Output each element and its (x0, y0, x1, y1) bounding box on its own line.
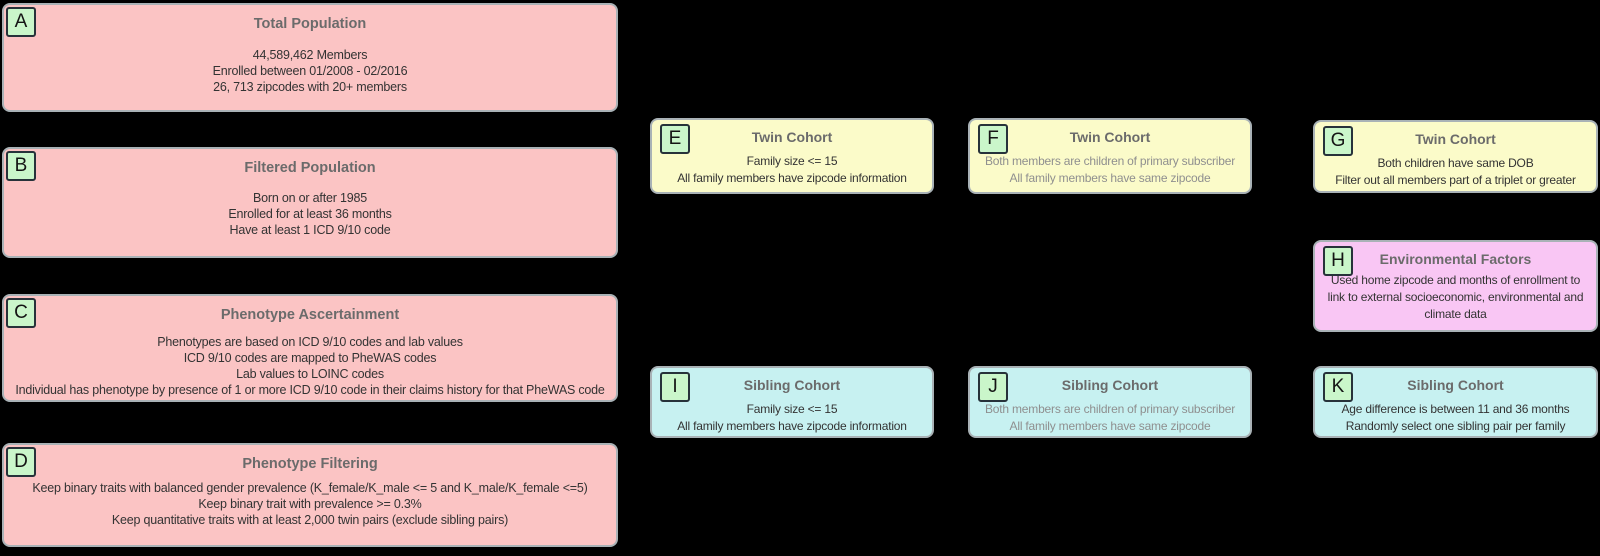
panel-label: B (14, 155, 28, 176)
node-line: Lab values to LOINC codes (236, 367, 384, 381)
node-body: Both members are children of primary sub… (970, 401, 1250, 435)
node-line: Both members are children of primary sub… (984, 402, 1236, 416)
node-body: 44,589,462 Members Enrolled between 01/2… (4, 47, 616, 95)
panel-label-badge: A (6, 7, 36, 37)
panel-label-badge: H (1323, 246, 1353, 276)
node-sibling-cohort-k: K Sibling Cohort Age difference is betwe… (1313, 366, 1598, 438)
node-line: All family members have zipcode informat… (677, 419, 907, 433)
node-line: Keep binary trait with prevalence >= 0.3… (198, 497, 422, 511)
panel-label: D (14, 451, 28, 472)
node-title: Phenotype Filtering (242, 456, 378, 472)
node-line: All family members have same zipcode (1009, 419, 1211, 433)
node-title: Sibling Cohort (743, 377, 841, 393)
node-line: 44,589,462 Members (252, 48, 368, 62)
node-sibling-cohort-i: I Sibling Cohort Family size <= 15 All f… (650, 366, 934, 438)
node-line: Have at least 1 ICD 9/10 code (229, 223, 391, 237)
panel-label-badge: G (1323, 126, 1353, 156)
panel-label-badge: I (660, 372, 690, 402)
node-title: Twin Cohort (1415, 131, 1496, 147)
node-line: ICD 9/10 codes are mapped to PheWAS code… (183, 351, 437, 365)
panel-label: E (668, 128, 682, 149)
node-twin-cohort-g: G Twin Cohort Both children have same DO… (1313, 120, 1598, 193)
panel-label-badge: E (660, 124, 690, 154)
node-line: Used home zipcode and months of enrollme… (1330, 273, 1581, 287)
node-twin-cohort-f: F Twin Cohort Both members are children … (968, 118, 1252, 194)
node-body: Used home zipcode and months of enrollme… (1315, 272, 1596, 323)
node-title: Sibling Cohort (1407, 377, 1504, 393)
node-line: Keep quantitative traits with at least 2… (111, 513, 509, 527)
node-body: Keep binary traits with balanced gender … (4, 480, 616, 528)
panel-label-badge: F (978, 124, 1008, 154)
panel-label: F (987, 128, 999, 149)
node-line: All family members have same zipcode (1009, 171, 1211, 185)
node-line: Filter out all members part of a triplet… (1335, 173, 1576, 187)
node-line: Phenotypes are based on ICD 9/10 codes a… (157, 335, 463, 349)
panel-label: G (1330, 130, 1346, 151)
panel-label: K (1331, 376, 1345, 397)
node-body: Phenotypes are based on ICD 9/10 codes a… (4, 334, 616, 398)
panel-label: A (14, 11, 28, 32)
node-line: climate data (1424, 307, 1487, 321)
panel-label-badge: K (1323, 372, 1353, 402)
panel-label-badge: J (978, 372, 1008, 402)
node-filtered-population: B Filtered Population Born on or after 1… (2, 147, 618, 258)
panel-label-badge: C (6, 298, 36, 328)
panel-label: H (1331, 250, 1345, 271)
panel-label: I (672, 376, 678, 397)
node-line: Family size <= 15 (746, 154, 838, 168)
node-environmental-factors: H Environmental Factors Used home zipcod… (1313, 240, 1598, 332)
node-line: Both children have same DOB (1377, 156, 1534, 170)
node-line: All family members have zipcode informat… (677, 171, 907, 185)
node-line: Family size <= 15 (746, 402, 838, 416)
node-body: Both children have same DOB Filter out a… (1315, 155, 1596, 189)
node-body: Born on or after 1985 Enrolled for at le… (4, 190, 616, 238)
node-title: Twin Cohort (1069, 129, 1151, 145)
node-line: link to external socioeconomic, environm… (1327, 290, 1584, 304)
node-line: Enrolled between 01/2008 - 02/2016 (212, 64, 408, 78)
panel-label: C (14, 302, 28, 323)
node-phenotype-ascertainment: C Phenotype Ascertainment Phenotypes are… (2, 294, 618, 402)
node-body: Family size <= 15 All family members hav… (652, 153, 932, 187)
node-title: Twin Cohort (751, 129, 833, 145)
node-twin-cohort-e: E Twin Cohort Family size <= 15 All fami… (650, 118, 934, 194)
panel-label-badge: D (6, 447, 36, 477)
node-title: Sibling Cohort (1061, 377, 1159, 393)
node-line: Born on or after 1985 (253, 191, 367, 205)
node-body: Age difference is between 11 and 36 mont… (1315, 401, 1596, 435)
panel-label-badge: B (6, 151, 36, 181)
node-line: Enrolled for at least 36 months (228, 207, 392, 221)
node-line: Individual has phenotype by presence of … (15, 383, 605, 397)
node-title: Total Population (253, 16, 367, 32)
node-body: Family size <= 15 All family members hav… (652, 401, 932, 435)
node-line: Both members are children of primary sub… (984, 154, 1236, 168)
node-title: Filtered Population (244, 160, 376, 176)
node-line: Age difference is between 11 and 36 mont… (1341, 402, 1570, 416)
node-title: Phenotype Ascertainment (220, 307, 400, 323)
node-line: Randomly select one sibling pair per fam… (1345, 419, 1566, 433)
node-total-population: A Total Population 44,589,462 Members En… (2, 3, 618, 112)
node-body: Both members are children of primary sub… (970, 153, 1250, 187)
node-phenotype-filtering: D Phenotype Filtering Keep binary traits… (2, 443, 618, 547)
panel-label: J (988, 376, 998, 397)
node-line: Keep binary traits with balanced gender … (32, 481, 588, 495)
node-line: 26, 713 zipcodes with 20+ members (213, 80, 407, 94)
node-title: Environmental Factors (1379, 251, 1532, 267)
node-sibling-cohort-j: J Sibling Cohort Both members are childr… (968, 366, 1252, 438)
